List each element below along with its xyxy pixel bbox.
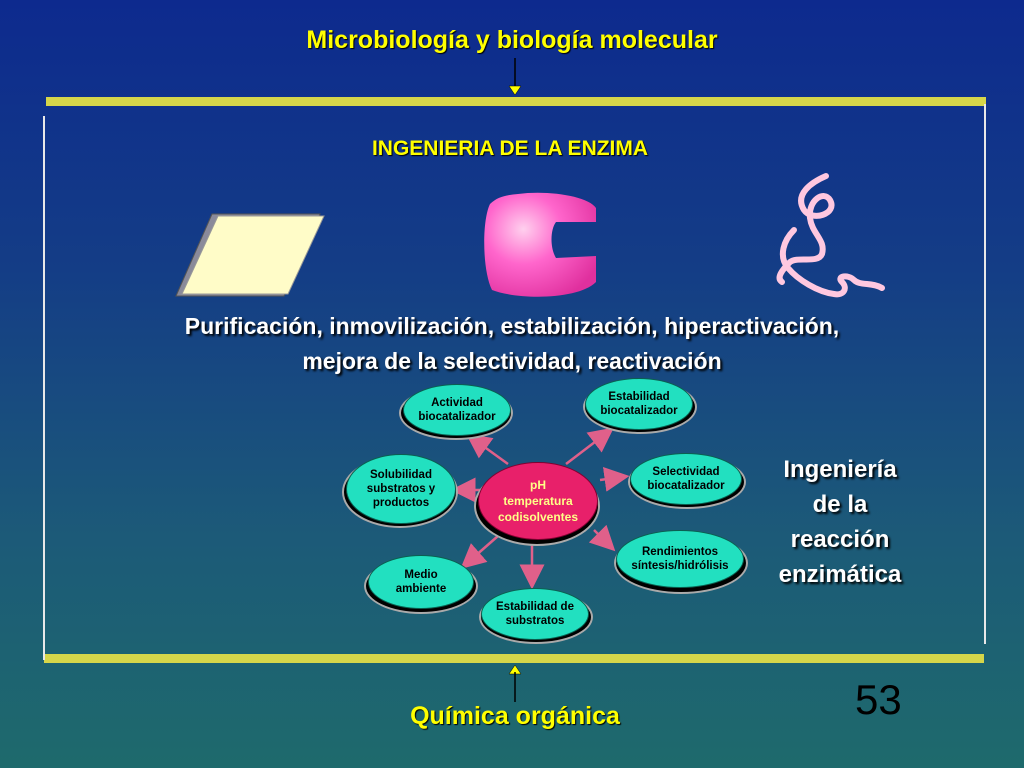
section-heading: INGENIERIA DE LA ENZIMA: [371, 137, 649, 160]
arrow-to-actividad: [465, 433, 509, 466]
bottom-bar: [44, 654, 984, 663]
arrow-to-selectividad: [599, 466, 630, 492]
support-parallelogram-icon: [175, 213, 325, 297]
side-label-line-4: enzimática: [778, 561, 902, 588]
center-node: pH temperatura codisolventes: [478, 462, 598, 540]
node-line: productos: [372, 497, 430, 509]
node-line: Rendimientos: [641, 546, 719, 558]
arrow-up-icon: [508, 664, 522, 702]
node-selectividad: Selectividad biocatalizador: [630, 453, 742, 505]
node-line: síntesis/hidrólisis: [631, 560, 729, 572]
side-label-line-2: de la: [812, 491, 868, 518]
arrow-to-medio: [460, 535, 499, 569]
node-actividad: Actividad biocatalizador: [403, 384, 511, 436]
node-line: biocatalizador: [600, 405, 678, 417]
bottom-title: Química orgánica: [410, 702, 620, 730]
node-estabilidad-substratos: Estabilidad de substratos: [481, 588, 589, 640]
arrow-to-rendimientos: [588, 524, 616, 552]
node-line: Estabilidad de: [496, 601, 574, 613]
node-line: biocatalizador: [418, 411, 496, 423]
left-frame-line: [43, 116, 45, 660]
node-line: Estabilidad: [608, 391, 670, 403]
page-number: 53: [855, 676, 902, 723]
node-line: biocatalizador: [647, 480, 725, 492]
side-label-line-3: reacción: [790, 526, 890, 553]
top-bar: [46, 97, 986, 106]
node-line: Medio: [404, 569, 438, 581]
enzyme-shape-icon: [484, 192, 596, 297]
side-label-line-1: Ingeniería: [783, 456, 897, 483]
protein-chain-icon: [776, 173, 885, 298]
arrow-down-icon: [508, 58, 522, 96]
center-line-2: temperatura: [503, 494, 573, 508]
node-line: ambiente: [395, 583, 447, 595]
node-line: substratos: [505, 615, 565, 627]
center-line-3: codisolventes: [497, 510, 579, 524]
node-line: Selectividad: [652, 466, 720, 478]
node-line: Solubilidad: [370, 469, 432, 481]
side-label: Ingeniería de la reacción enzimática: [750, 452, 930, 592]
center-line-1: pH: [530, 478, 546, 492]
node-estabilidad: Estabilidad biocatalizador: [585, 378, 693, 430]
right-frame-line: [984, 104, 986, 644]
top-title: Microbiología y biología molecular: [306, 26, 718, 54]
node-line: substratos y: [366, 483, 436, 495]
main-text-line-2: mejora de la selectividad, reactivación: [302, 348, 722, 374]
node-rendimientos: Rendimientos síntesis/hidrólisis: [616, 530, 744, 588]
main-text-line-1: Purificación, inmovilización, estabiliza…: [184, 313, 840, 339]
arrow-to-estabilidad: [565, 427, 614, 465]
node-solubilidad: Solubilidad substratos y productos: [346, 454, 456, 524]
main-text: Purificación, inmovilización, estabiliza…: [60, 309, 964, 379]
node-line: Actividad: [431, 397, 483, 409]
node-medio: Medio ambiente: [368, 555, 474, 609]
